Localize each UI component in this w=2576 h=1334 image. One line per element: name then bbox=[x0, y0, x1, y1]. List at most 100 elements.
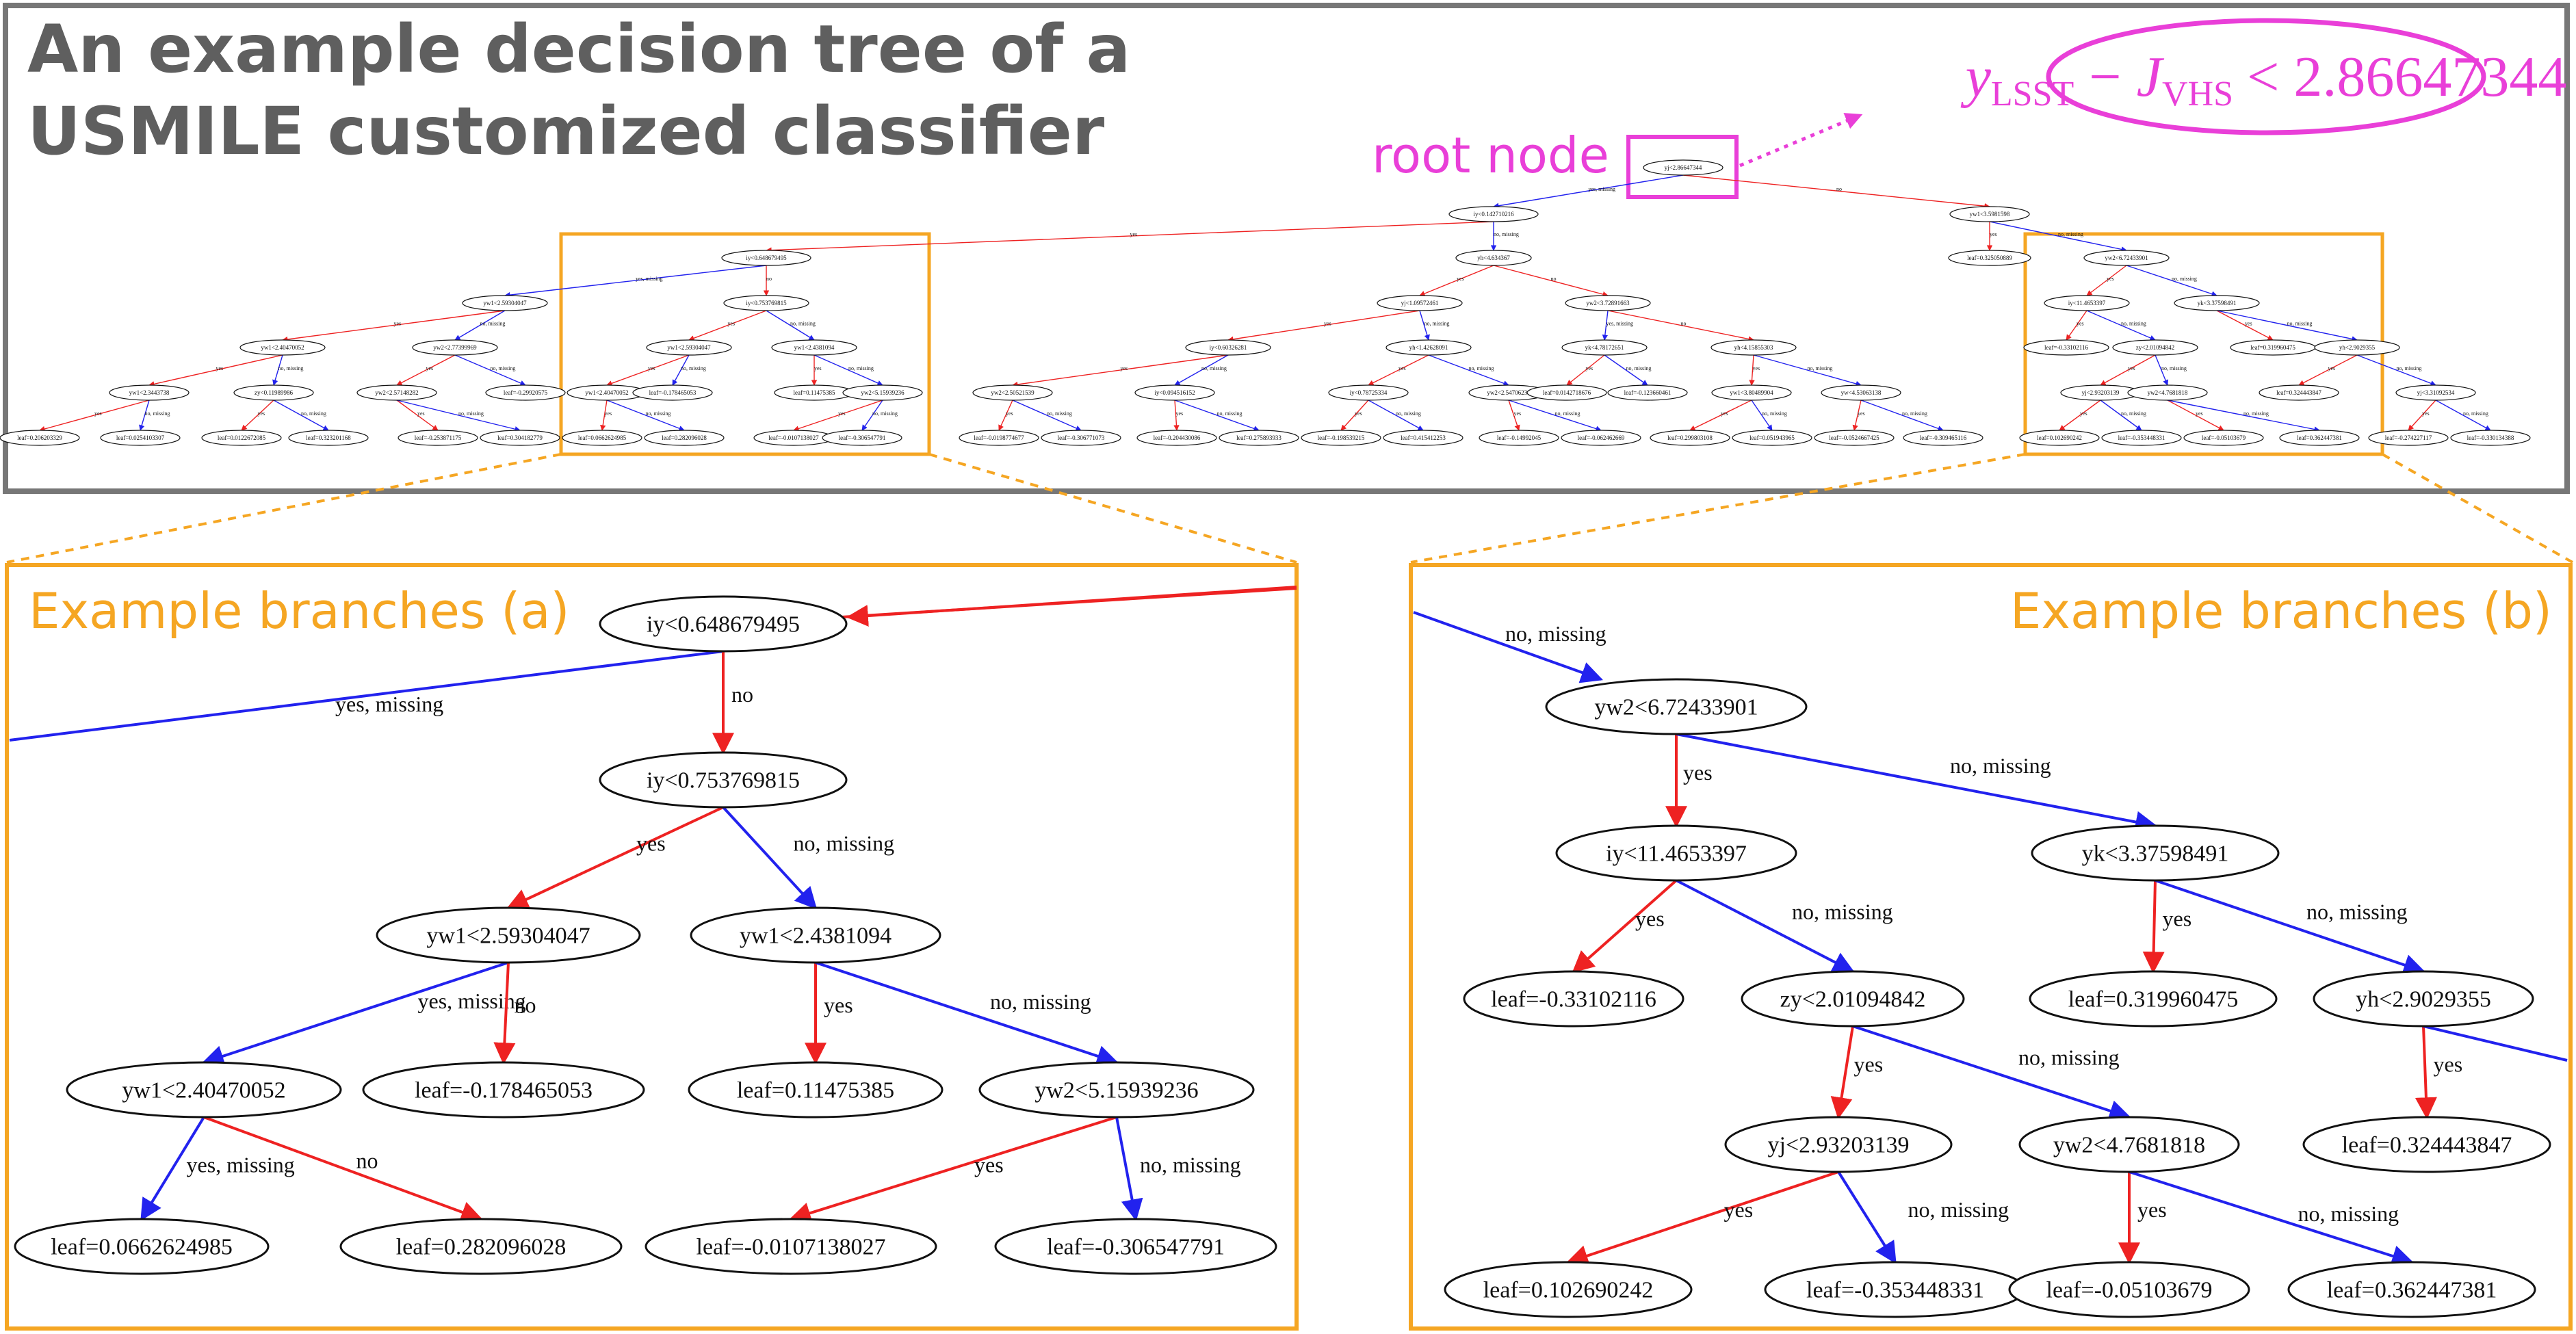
overview-node-label: leaf=-0.123660461 bbox=[1624, 389, 1671, 396]
overview-node: iy<0.648679495 bbox=[721, 250, 811, 266]
overview-node-label: zy<2.01094842 bbox=[2136, 344, 2174, 351]
overview-node: yj<3.31092534 bbox=[2395, 384, 2476, 401]
overview-node-ellipse bbox=[2314, 339, 2400, 356]
overview-node-ellipse bbox=[1821, 384, 1901, 401]
overview-edge bbox=[148, 354, 283, 387]
overview-edge-label: yes, missing bbox=[1606, 321, 1634, 327]
panel-b-node-ellipse bbox=[2031, 824, 2280, 882]
overview-edge bbox=[139, 400, 150, 431]
panel-a-edge-label: no, missing bbox=[990, 989, 1091, 1014]
overview-edge-label: no bbox=[1836, 186, 1842, 192]
overview-node-label: yw1<2.3443738 bbox=[129, 389, 170, 396]
overview-node-label: iy<0.753769815 bbox=[746, 300, 787, 306]
overview-node: yw2<2.54706236 bbox=[1468, 384, 1549, 401]
overview-node-label: leaf=0.102690242 bbox=[2037, 434, 2082, 441]
overview-node: leaf=0.319960475 bbox=[2230, 339, 2316, 356]
panel-b-node: iy<11.4653397 bbox=[1555, 824, 1797, 882]
overview-edge-label: no, missing bbox=[2172, 276, 2197, 282]
overview-node-ellipse bbox=[288, 430, 369, 446]
panel-b-node: zy<2.01094842 bbox=[1741, 970, 1965, 1028]
root-condition-formula: yLSST−JVHS< 2.86647344 bbox=[1960, 45, 2567, 114]
panel-b-node-ellipse bbox=[2302, 1116, 2551, 1173]
panel-b-edge-label: no, missing bbox=[1792, 900, 1893, 924]
panel-b-node: leaf=-0.05103679 bbox=[2008, 1261, 2250, 1318]
panel-a-node: yw2<5.15939236 bbox=[978, 1061, 1255, 1119]
overview-node: yh<4.634367 bbox=[1455, 250, 1532, 266]
overview-edge-label: yes bbox=[394, 321, 402, 327]
overview-node: yw1<2.4381094 bbox=[771, 339, 857, 356]
overview-edge bbox=[2216, 310, 2274, 341]
overview-node: yw2<4.7681818 bbox=[2127, 384, 2208, 401]
overview-node-ellipse bbox=[2183, 430, 2264, 446]
overview-node-ellipse bbox=[1565, 295, 1651, 311]
overview-node: leaf=0.275893933 bbox=[1219, 430, 1299, 446]
overview-node: leaf=-0.309465116 bbox=[1903, 430, 1983, 446]
overview-node-ellipse bbox=[1301, 430, 1381, 446]
panel-b-edge bbox=[2129, 1170, 2415, 1267]
panel-a-edge bbox=[201, 961, 509, 1067]
overview-edge bbox=[814, 354, 883, 386]
overview-edge bbox=[766, 221, 1494, 253]
panel-b-edge-label: no, missing bbox=[2018, 1045, 2120, 1070]
overview-node-ellipse bbox=[2395, 384, 2476, 401]
overview-node-ellipse bbox=[1526, 384, 1607, 401]
overview-node-ellipse bbox=[2023, 339, 2109, 356]
panel-b-edge bbox=[2423, 1025, 2568, 1062]
overview-node-label: leaf=0.0142718676 bbox=[1543, 389, 1591, 396]
overview-edge-label: yes bbox=[2077, 321, 2084, 327]
root-condition-ellipse bbox=[2046, 18, 2486, 135]
panel-a-node-ellipse bbox=[376, 906, 641, 964]
overview-node-label: yw1<2.40470052 bbox=[261, 344, 304, 351]
overview-edge-label: yes bbox=[2080, 410, 2087, 417]
overview-edge-label: no bbox=[766, 276, 772, 282]
overview-node: leaf=0.11475385 bbox=[774, 384, 855, 401]
connector-b-left bbox=[1410, 453, 2026, 564]
panel-b-node-ellipse bbox=[1724, 1116, 1953, 1173]
overview-node-label: leaf=-0.306547791 bbox=[839, 434, 886, 441]
overview-edge bbox=[2216, 310, 2358, 342]
overview-node-label: leaf=-0.062462669 bbox=[1578, 434, 1625, 441]
overview-node-label: leaf=0.319960475 bbox=[2250, 344, 2295, 351]
overview-edge-label: yes bbox=[814, 365, 822, 371]
panel-a-edge-label: yes, missing bbox=[335, 692, 443, 716]
overview-node: yw1<2.3443738 bbox=[109, 384, 190, 401]
overview-node: iy<0.142710216 bbox=[1448, 206, 1539, 222]
panel-b-node-label: leaf=-0.05103679 bbox=[2046, 1278, 2213, 1303]
overview-edge bbox=[1419, 310, 1430, 341]
overview-node-label: leaf=0.325050889 bbox=[1967, 254, 2012, 261]
overview-node-label: leaf=0.0254103307 bbox=[116, 434, 165, 441]
overview-edge bbox=[396, 400, 521, 432]
overview-node-ellipse bbox=[480, 430, 560, 446]
overview-node: yw2<5.15939236 bbox=[842, 384, 923, 401]
overview-edge bbox=[2086, 265, 2127, 296]
panel-b-edge-label: no, missing bbox=[2306, 900, 2408, 924]
overview-edge bbox=[606, 400, 685, 432]
overview-node-label: leaf=-0.0107138027 bbox=[768, 434, 819, 441]
overview-edge bbox=[396, 354, 456, 386]
overview-edge bbox=[2435, 400, 2491, 431]
overview-edge-label: no, missing bbox=[872, 410, 898, 417]
panel-a-node: iy<0.753769815 bbox=[599, 751, 848, 809]
panel-a-node-label: yw2<5.15939236 bbox=[1035, 1078, 1198, 1103]
overview-node-ellipse bbox=[109, 384, 190, 401]
panel-a-node-ellipse bbox=[978, 1061, 1255, 1119]
overview-node-ellipse bbox=[632, 384, 713, 401]
panel-a-node-label: leaf=0.11475385 bbox=[737, 1078, 894, 1103]
connector-b-right bbox=[2382, 453, 2573, 564]
panel-b-edge-label: no, missing bbox=[1908, 1197, 2009, 1222]
overview-edge bbox=[1566, 354, 1605, 386]
overview-edge bbox=[1493, 174, 1684, 209]
overview-edge-label: yes bbox=[1355, 410, 1362, 417]
panel-b-node-label: leaf=0.324443847 bbox=[2342, 1133, 2512, 1158]
overview-edge-label: yes bbox=[258, 410, 265, 417]
panel-b-node-ellipse bbox=[2018, 1116, 2240, 1173]
overview-node-ellipse bbox=[2112, 339, 2198, 356]
overview-edge-label: no, missing bbox=[1808, 365, 1833, 371]
overview-edge bbox=[504, 265, 767, 298]
panel-a-node-ellipse bbox=[599, 751, 848, 809]
overview-node-label: zy<0.11989986 bbox=[255, 389, 293, 396]
overview-node-label: leaf=0.299803108 bbox=[1667, 434, 1713, 441]
overview-edge-label: no, missing bbox=[2287, 321, 2313, 327]
overview-edge-label: yes bbox=[1457, 276, 1464, 282]
